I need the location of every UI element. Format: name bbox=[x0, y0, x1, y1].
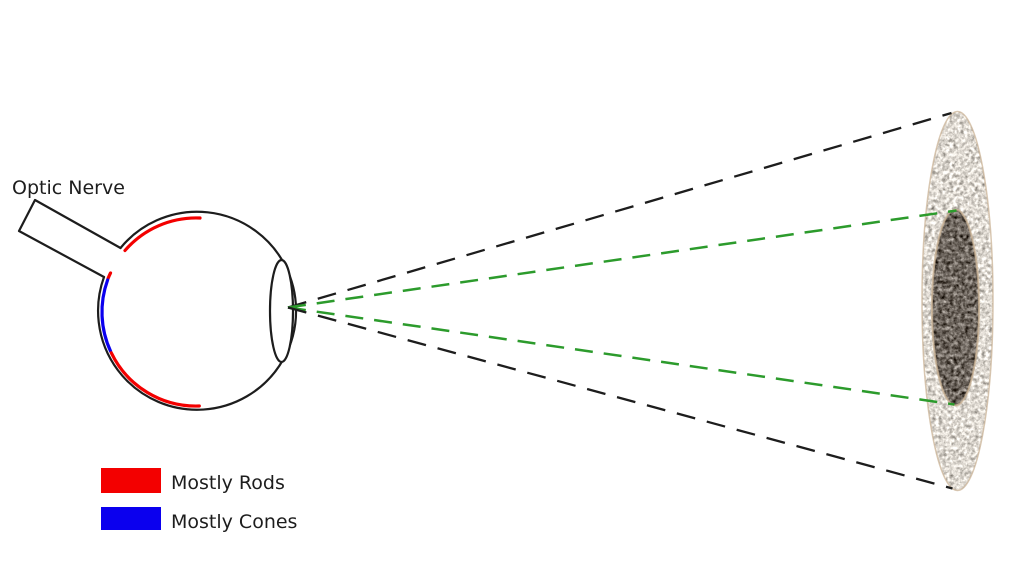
central-sight-line-lower bbox=[287, 306, 955, 406]
legend-label-rods: Mostly Rods bbox=[171, 472, 285, 494]
legend-label-cones: Mostly Cones bbox=[171, 511, 297, 533]
eye: Optic Nerve bbox=[12, 177, 298, 411]
cones-arc bbox=[100, 278, 113, 353]
rods-arc-bottom bbox=[109, 351, 201, 408]
peripheral-sight-line-upper bbox=[287, 111, 952, 309]
optic-nerve-label: Optic Nerve bbox=[12, 177, 125, 199]
central-sight-line-upper bbox=[287, 209, 957, 309]
rods-arc-top bbox=[123, 216, 202, 253]
central-field-texture bbox=[932, 209, 979, 406]
optic-nerve-shape bbox=[17, 198, 122, 279]
peripheral-field-rim bbox=[921, 110, 994, 492]
sight-lines bbox=[287, 111, 957, 490]
legend-swatch-rods bbox=[101, 468, 161, 493]
lens bbox=[268, 258, 295, 364]
visual-field-target bbox=[921, 110, 994, 492]
eyeball-outline bbox=[96, 210, 298, 411]
rods-arc-stub bbox=[106, 271, 113, 281]
peripheral-sight-line-lower bbox=[287, 306, 953, 490]
legend-swatch-cones bbox=[101, 507, 161, 530]
legend: Mostly Rods Mostly Cones bbox=[101, 468, 297, 533]
